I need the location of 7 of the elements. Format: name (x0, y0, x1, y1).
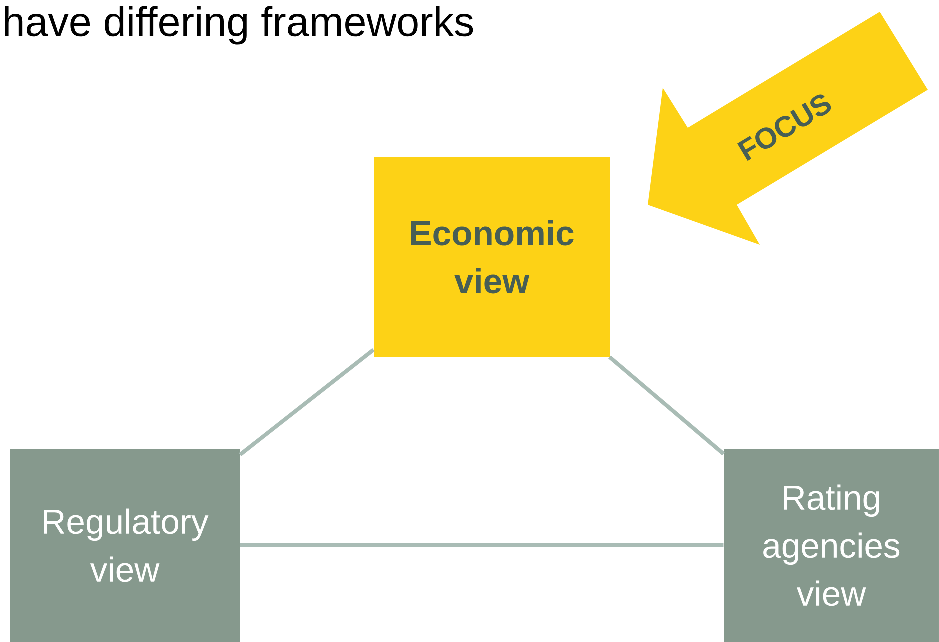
process-box: Regulatory view (10, 449, 240, 642)
connector-line (240, 544, 724, 548)
title: have differing frameworks (5, 6, 474, 45)
process-box: Economic view (374, 157, 610, 357)
connector-line (608, 356, 726, 456)
process-box: Rating agencies view (724, 449, 939, 642)
connector-line (239, 348, 375, 456)
